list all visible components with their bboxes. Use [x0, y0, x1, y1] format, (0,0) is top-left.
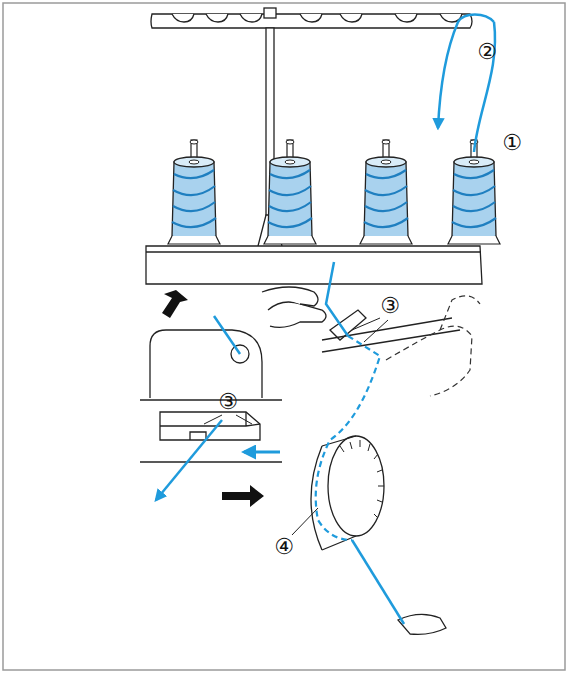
step-arrow	[222, 485, 264, 507]
thread-line	[326, 262, 348, 336]
drawing-part	[168, 140, 220, 244]
thread-line	[214, 316, 240, 354]
drawing-part	[268, 302, 326, 327]
leader-line	[292, 508, 318, 535]
drawing-part	[146, 251, 481, 252]
dashed-hand	[386, 296, 480, 396]
thread-spools	[168, 140, 500, 244]
thread-line-hidden	[316, 336, 380, 540]
drawing-part	[340, 440, 384, 518]
drawing-part	[264, 8, 276, 18]
drawing-part	[140, 461, 282, 462]
callout-number: ③	[218, 391, 238, 413]
drawing-part	[151, 14, 472, 28]
drawing-part	[264, 140, 316, 244]
drawing-part	[262, 287, 318, 306]
drawing-part	[322, 330, 460, 352]
drawing-part	[240, 14, 262, 22]
drawing-part	[398, 614, 446, 634]
callout-number: ②	[477, 41, 497, 63]
leader-line	[352, 318, 388, 342]
drawing-part	[300, 14, 322, 22]
drawing-part	[395, 14, 417, 22]
drawing-part	[160, 412, 260, 426]
slide-direction-arrow	[244, 451, 280, 454]
step-arrow	[162, 290, 188, 318]
thread-direction-arrow	[156, 420, 222, 500]
drawing-part	[340, 14, 362, 22]
thread-stand	[146, 8, 482, 284]
drawing-part	[172, 14, 194, 22]
callout-number: ③	[380, 295, 400, 317]
drawing-part	[328, 436, 384, 536]
thread-guide-closeup	[140, 330, 282, 462]
figure-frame	[3, 3, 565, 670]
thread-line	[352, 540, 404, 624]
drawing-part	[206, 14, 228, 22]
drawing-part	[322, 436, 356, 550]
callout-number: ①	[502, 132, 522, 154]
hand-threading-closeup	[262, 287, 460, 634]
drawing-part	[448, 140, 500, 244]
drawing-part	[150, 330, 262, 398]
drawing-part	[360, 140, 412, 244]
thread-direction-arrow	[438, 15, 494, 129]
callout-number: ④	[274, 536, 294, 558]
drawing-part	[140, 399, 282, 400]
drawing-part	[172, 14, 462, 22]
drawing-part	[146, 246, 482, 284]
leader-line	[204, 415, 252, 424]
drawing-part	[190, 432, 206, 440]
